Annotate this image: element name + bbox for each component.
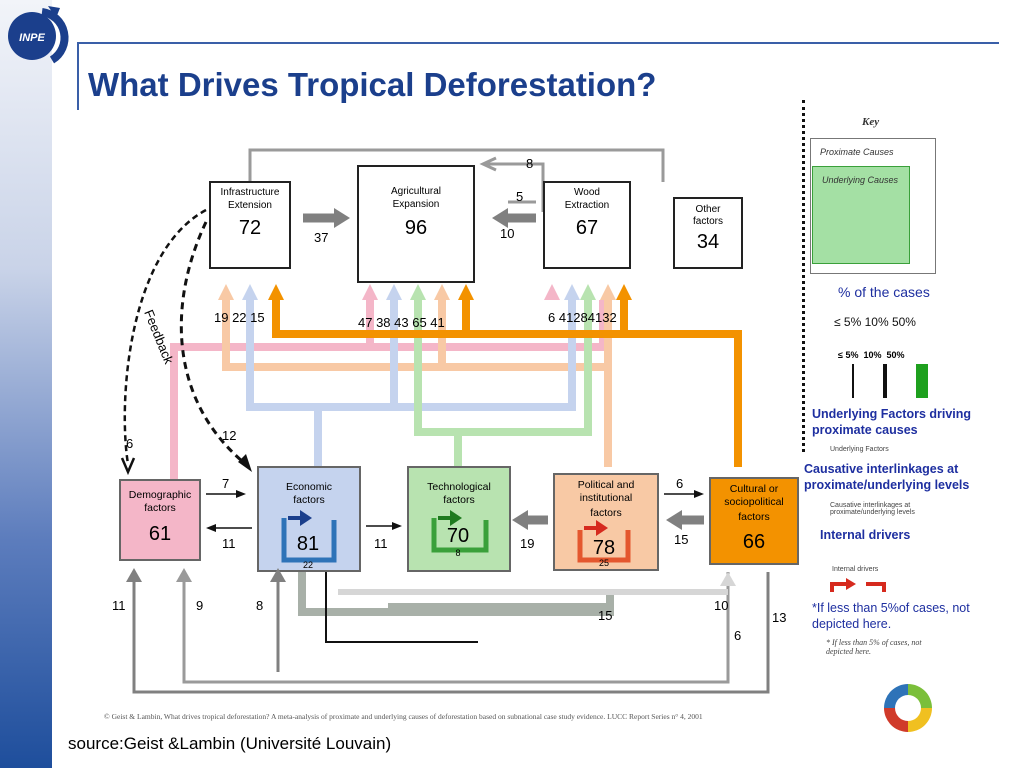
link-number: 5 [516, 189, 523, 204]
other-value: 34 [697, 231, 719, 253]
link-number: 15 [598, 608, 612, 623]
svg-text:Extraction: Extraction [565, 200, 609, 211]
deforestation-diagram: 8 5 37 10 Infrastructure Extension 72 Ag… [112, 148, 799, 694]
political-internal: 25 [599, 558, 609, 568]
key-underlying-label: Underlying Causes [822, 175, 899, 185]
link-number: 7 [222, 476, 229, 491]
key-title: Key [862, 116, 880, 128]
link-number: 11 [374, 536, 388, 551]
svg-text:Other: Other [695, 204, 721, 215]
svg-text:Wood: Wood [574, 187, 600, 198]
link-number: 11 [222, 536, 236, 551]
political-value: 78 [593, 537, 615, 559]
footnote: *If less than 5%of cases, not depicted h… [812, 601, 970, 631]
svg-text:Economic: Economic [286, 481, 332, 493]
link-number: 6 [676, 476, 683, 491]
svg-text:Political and: Political and [578, 479, 635, 491]
internal-drivers-icon [830, 578, 886, 592]
link-number: 37 [314, 230, 328, 245]
underlying-demographic: Demographic factors 61 [119, 479, 201, 561]
key-divider [802, 100, 805, 452]
svg-text:Cultural or: Cultural or [730, 483, 779, 495]
pct-bar-5 [852, 364, 854, 398]
inpe-logo: INPE [8, 6, 69, 64]
link-number: 13 [772, 610, 786, 625]
link-number: 19 [520, 536, 534, 551]
link-number: 6 [734, 628, 741, 643]
agricultural-value: 96 [405, 217, 427, 239]
underlying-political: Political and institutional factors 78 2… [553, 473, 659, 571]
svg-text:factors: factors [590, 507, 622, 519]
sidebar-gradient [0, 0, 52, 768]
link-number: 12 [222, 428, 236, 443]
pct-label-5: ≤ 5% [838, 350, 859, 360]
pct-values: ≤ 5% 10% 50% [834, 315, 916, 329]
lucc-logo [884, 684, 932, 732]
header-vertical-rule [77, 42, 79, 110]
underlying-technological: Technological factors 70 8 [407, 466, 511, 572]
svg-text:institutional: institutional [580, 492, 633, 504]
svg-text:sociopolitical: sociopolitical [724, 496, 784, 508]
infra-arrow-values: 19 22 15 [214, 310, 265, 325]
underlying-economic: Economic factors 81 22 [257, 466, 361, 572]
page-title: What Drives Tropical Deforestation? [88, 66, 657, 103]
pct-label-50: 50% [886, 350, 905, 360]
pct-bar-10 [883, 364, 887, 398]
logo-text: INPE [19, 32, 45, 44]
proximate-agricultural: Agricultural Expansion 96 [357, 165, 475, 283]
proximate-wood: Wood Extraction 67 [543, 181, 631, 269]
internal-drivers-small: Internal drivers [832, 566, 879, 573]
wood-arrow-values: 6 41284132 [548, 310, 617, 325]
cultural-value: 66 [743, 531, 765, 553]
svg-text:Expansion: Expansion [393, 199, 440, 210]
link-number: 11 [112, 598, 126, 613]
underlying-factors-label: Underlying Factors driving proximate cau… [812, 407, 972, 437]
source-note: source:Geist &Lambin (Université Louvain… [68, 734, 392, 753]
economic-internal: 22 [303, 560, 313, 570]
svg-text:factors: factors [738, 511, 770, 523]
footnote-small: * If less than 5% of cases, not depicted… [826, 638, 922, 656]
link-number: 8 [526, 156, 533, 171]
underlying-cultural: Cultural or sociopolitical factors 66 [709, 477, 799, 565]
key-underlying-swatch [812, 166, 910, 264]
underlying-factors-small: Underlying Factors [830, 446, 889, 453]
pct-of-cases: % of the cases [838, 284, 930, 300]
link-number: 10 [500, 226, 514, 241]
header-horizontal-rule [77, 42, 999, 44]
demographic-value: 61 [149, 523, 171, 545]
link-number: 6 [126, 436, 133, 451]
pct-bar-50 [916, 364, 928, 398]
svg-text:factors: factors [693, 216, 723, 227]
economic-value: 81 [297, 533, 319, 555]
svg-text:Infrastructure: Infrastructure [221, 187, 280, 198]
link-number: 15 [674, 532, 688, 547]
citation: © Geist & Lambin, What drives tropical d… [104, 712, 703, 721]
svg-text:factors: factors [443, 494, 475, 506]
technological-value: 70 [447, 525, 469, 547]
wood-value: 67 [576, 217, 598, 239]
svg-text:factors: factors [293, 494, 325, 506]
proximate-infrastructure: Infrastructure Extension 72 [209, 181, 291, 269]
technological-internal: 8 [455, 548, 460, 558]
key-proximate-label: Proximate Causes [820, 147, 894, 157]
pct-samples: ≤ 5% 10% 50% [838, 350, 905, 360]
link-number: 9 [196, 598, 203, 613]
svg-text:Demographic: Demographic [129, 489, 191, 501]
feedback-label: Feedback [141, 308, 176, 367]
svg-text:factors: factors [144, 502, 176, 514]
link-number: 10 [714, 598, 728, 613]
proximate-other: Other factors 34 [673, 197, 743, 269]
svg-text:Agricultural: Agricultural [391, 186, 441, 197]
link-number: 8 [256, 598, 263, 613]
causative-label: Causative interlinkages at proximate/und… [804, 462, 970, 492]
causative-small: Causative interlinkages at proximate/und… [830, 502, 915, 516]
infrastructure-value: 72 [239, 217, 261, 239]
internal-drivers-label: Internal drivers [820, 528, 911, 542]
pct-label-10: 10% [863, 350, 882, 360]
agri-arrow-values: 47 38 43 65 41 [358, 315, 445, 330]
svg-text:Extension: Extension [228, 200, 272, 211]
svg-text:Technological: Technological [427, 481, 491, 493]
